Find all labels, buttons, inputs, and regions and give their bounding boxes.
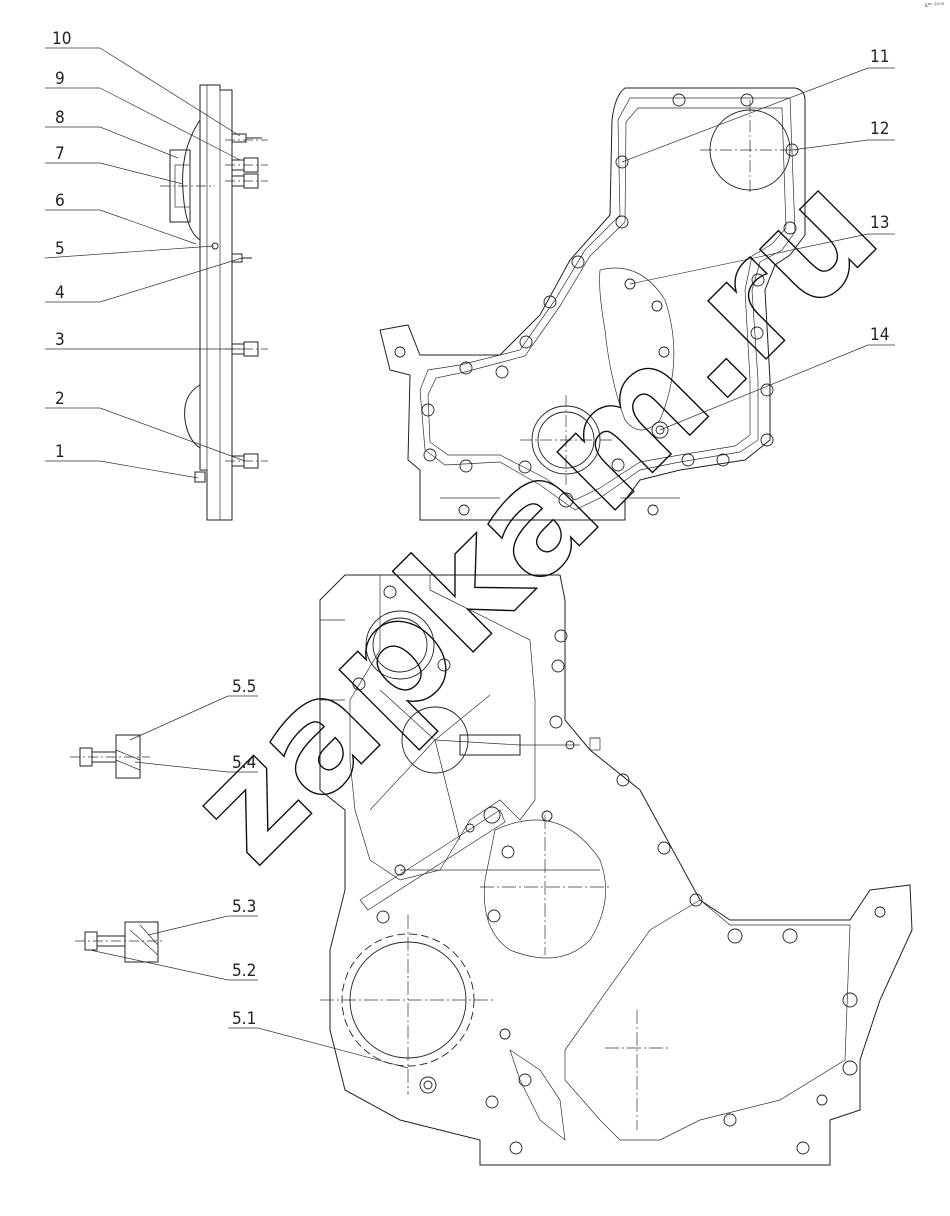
callout-11: 11: [870, 47, 889, 67]
callout-5-4: 5.4: [232, 753, 256, 773]
callout-14: 14: [870, 325, 889, 345]
bolt-details: 5.5 5.4 5.3 5.2 5.1: [70, 677, 409, 1069]
side-view: [160, 84, 268, 521]
callout-5-3: 5.3: [232, 897, 256, 917]
callout-5-1: 5.1: [232, 1009, 256, 1029]
callout-6: 6: [55, 191, 65, 211]
callout-12: 12: [870, 119, 889, 139]
callouts-left: 10 9 8 7 6 5 4 3 2 1: [44, 29, 246, 479]
callout-5-5: 5.5: [232, 677, 256, 697]
callout-1: 1: [55, 442, 65, 462]
callout-13: 13: [870, 213, 889, 233]
front-view: [319, 574, 913, 1166]
callout-2: 2: [55, 389, 65, 409]
watermark: zapkam.ru: [157, 142, 910, 895]
callout-5-2: 5.2: [232, 961, 256, 981]
callout-4: 4: [55, 283, 65, 303]
callout-7: 7: [55, 144, 65, 164]
callouts-right: 11 12 13 14: [621, 47, 895, 431]
corner-mark: sᵃⁿ ²⁰⁰⁸: [924, 2, 944, 9]
callout-10: 10: [52, 29, 71, 49]
callout-9: 9: [55, 69, 65, 89]
callout-3: 3: [55, 330, 65, 350]
callout-8: 8: [55, 108, 65, 128]
rear-view: [379, 87, 806, 521]
callout-5: 5: [55, 239, 65, 259]
